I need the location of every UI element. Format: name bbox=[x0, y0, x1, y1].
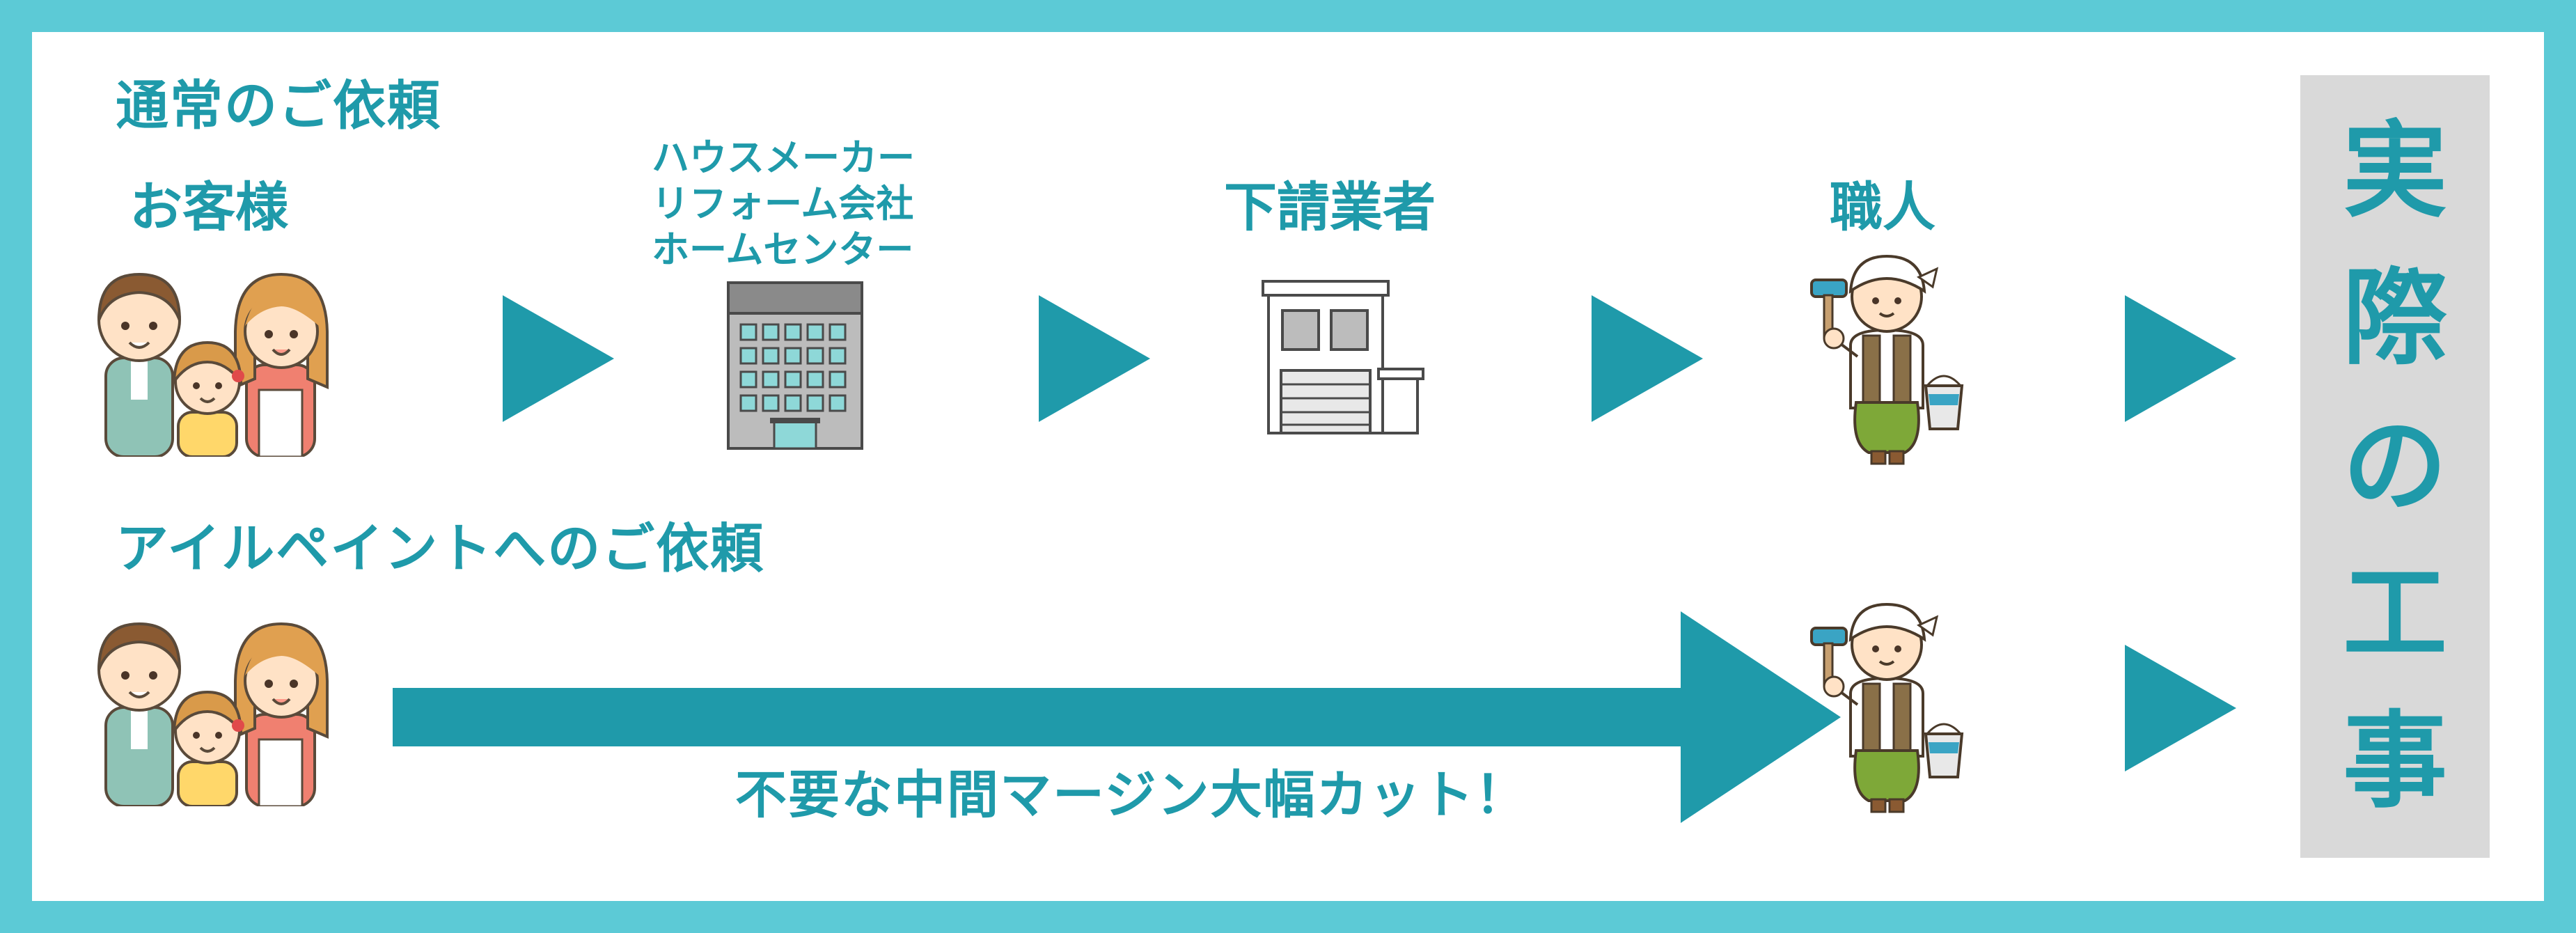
direct-arrow-icon bbox=[393, 611, 1841, 823]
house-maker-line: ハウスメーカー bbox=[652, 136, 915, 180]
craftsman-icon bbox=[1810, 602, 1964, 813]
family-icon bbox=[97, 622, 329, 806]
father-figure bbox=[97, 622, 181, 806]
arrow-right-icon bbox=[2125, 295, 2236, 422]
direct-flow-title: アイルペイントへのご依頼 bbox=[116, 517, 765, 579]
customer-label: お客様 bbox=[129, 176, 288, 238]
arrow-right-icon bbox=[503, 295, 614, 422]
arrow-right-icon bbox=[2125, 645, 2236, 771]
actual-work-char: 工 bbox=[2342, 554, 2447, 675]
margin-cut-caption: 不要な中間マージン大幅カット！ bbox=[735, 765, 1528, 825]
reform-company-line: リフォーム会社 bbox=[652, 182, 914, 226]
arrow-right-icon bbox=[1592, 295, 1703, 422]
arrow-right-icon bbox=[1039, 295, 1150, 422]
father-figure bbox=[97, 272, 181, 457]
normal-flow-title: 通常のご依頼 bbox=[116, 75, 441, 136]
child-figure bbox=[172, 340, 244, 457]
home-center-line: ホームセンター bbox=[652, 228, 914, 272]
actual-work-panel: 実 際 の 工 事 bbox=[2300, 75, 2490, 858]
actual-work-char: 事 bbox=[2342, 701, 2447, 822]
craftsman-icon bbox=[1810, 254, 1964, 465]
child-figure bbox=[172, 690, 244, 806]
subcontractor-label: 下請業者 bbox=[1224, 176, 1436, 238]
craftsman-label: 職人 bbox=[1830, 176, 1935, 238]
actual-work-char: 実 bbox=[2342, 111, 2447, 232]
mother-figure bbox=[234, 272, 329, 457]
house-maker-label: ハウスメーカー リフォーム会社 ホームセンター bbox=[652, 135, 915, 273]
actual-work-char: 際 bbox=[2342, 258, 2447, 379]
mother-figure bbox=[234, 622, 329, 806]
contractor-building-icon bbox=[1262, 280, 1424, 434]
family-icon bbox=[97, 272, 329, 457]
actual-work-char: の bbox=[2342, 406, 2447, 527]
diagram-panel: 通常のご依頼 アイルペイントへのご依頼 お客様 ハウスメーカー リフォーム会社 … bbox=[32, 32, 2544, 901]
office-building-icon bbox=[727, 281, 863, 450]
